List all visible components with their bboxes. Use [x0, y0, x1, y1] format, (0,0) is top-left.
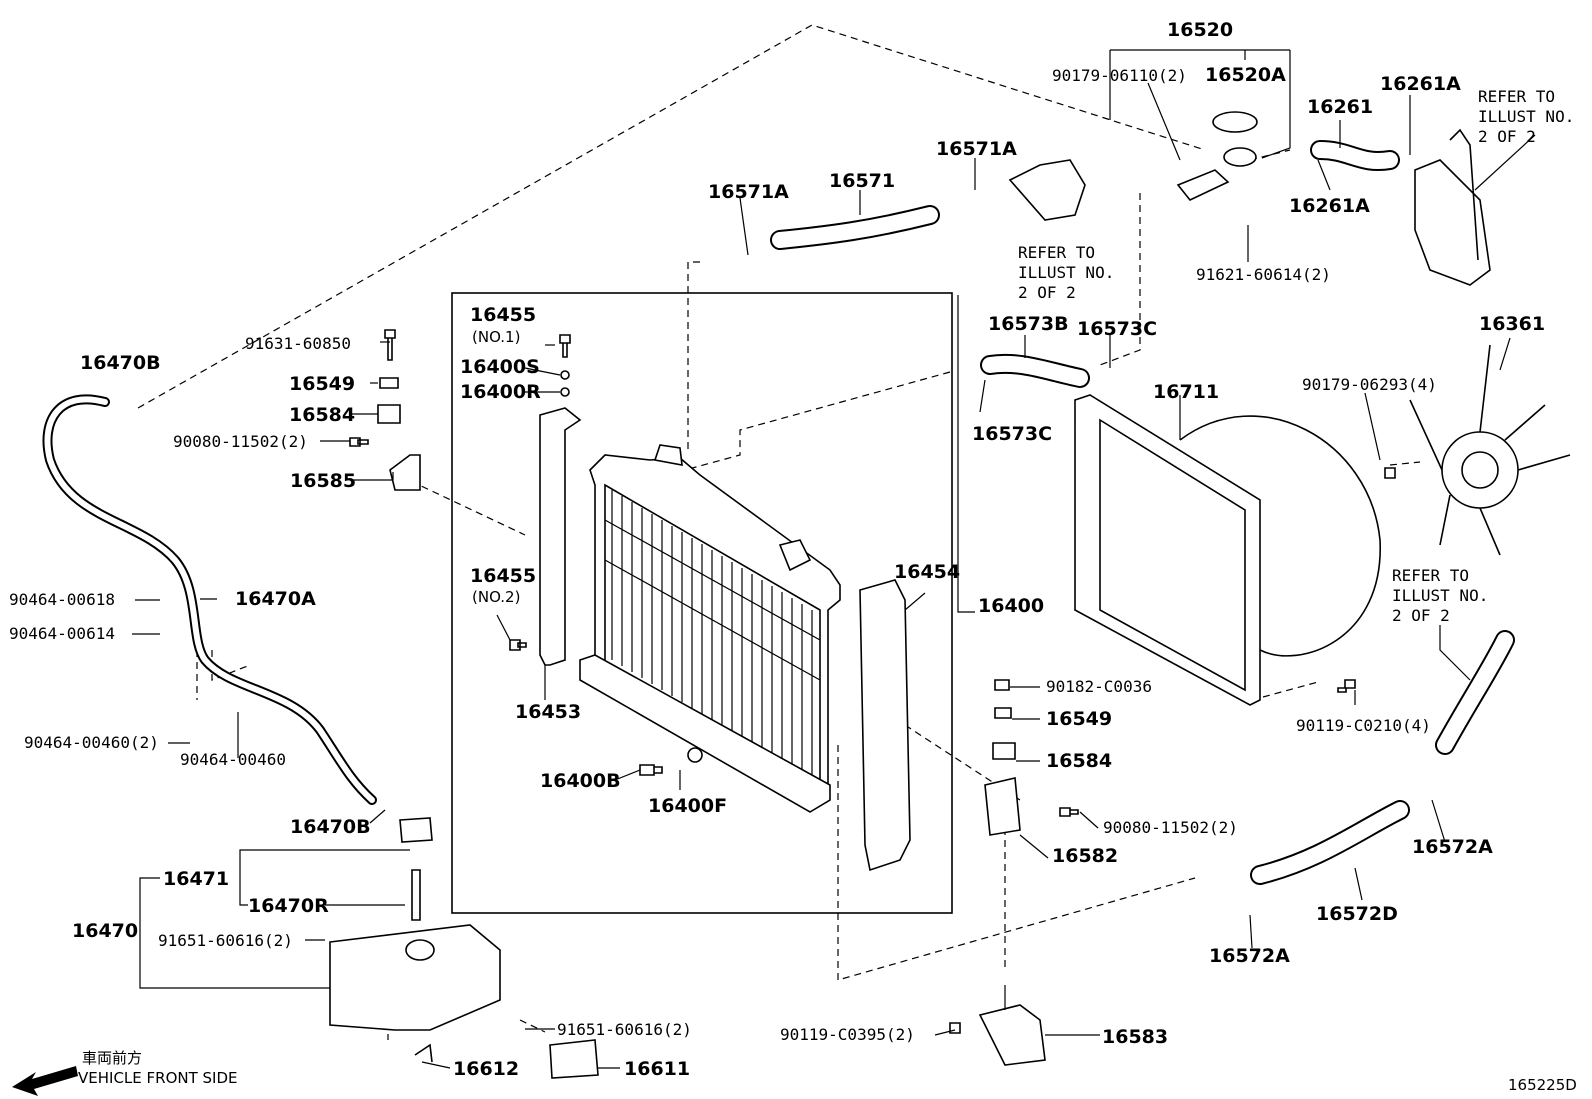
- arrow-left-icon: [12, 1066, 78, 1096]
- label-16573C-bottom: 16573C: [972, 423, 1052, 445]
- label-16612: 16612: [453, 1058, 519, 1080]
- label-16470B-bottom: 16470B: [290, 816, 371, 838]
- label-16470R: 16470R: [248, 895, 329, 917]
- label-16585: 16585: [290, 470, 356, 492]
- label-90464-00460: 90464-00460: [180, 750, 286, 769]
- label-16572A-bottom: 16572A: [1209, 945, 1290, 967]
- label-16361: 16361: [1479, 313, 1545, 335]
- hardware-parts: [349, 329, 1396, 1066]
- label-16471: 16471: [163, 868, 229, 890]
- label-16261A-bottom: 16261A: [1289, 195, 1370, 217]
- radiator-assembly-frame: [451, 292, 953, 914]
- label-16573B: 16573B: [988, 313, 1069, 335]
- label-16455-no1-sub: (NO.1): [472, 328, 520, 346]
- label-16453: 16453: [515, 701, 581, 723]
- label-16571A-right: 16571A: [936, 138, 1017, 160]
- label-16520A: 16520A: [1205, 64, 1286, 86]
- water-inlet-drawing: [1008, 159, 1086, 221]
- label-16455-no1: 16455: [470, 304, 536, 326]
- bracket-16453-drawing: [539, 407, 582, 666]
- refer-note-2-line1: REFER TO: [1018, 243, 1095, 262]
- refer-note-2-line3: 2 OF 2: [1018, 283, 1076, 302]
- fan-shroud-drawing: [1074, 394, 1381, 706]
- label-16400R: 16400R: [460, 381, 541, 403]
- label-16261A-top: 16261A: [1380, 73, 1461, 95]
- vehicle-front-indicator: 車両前方 VEHICLE FRONT SIDE: [12, 1049, 238, 1096]
- label-16549-right: 16549: [1046, 708, 1112, 730]
- label-16400: 16400: [978, 595, 1044, 617]
- reservoir-tank-drawing: [329, 817, 599, 1079]
- bracket-16454-drawing: [859, 579, 911, 872]
- label-90119-C0210: 90119-C0210(4): [1296, 716, 1431, 735]
- label-16582: 16582: [1052, 845, 1118, 867]
- filler-neck-drawing: [1176, 111, 1258, 201]
- leader-lines: [132, 49, 1536, 1069]
- refer-note-1-line3: 2 OF 2: [1478, 127, 1536, 146]
- water-outlet-drawing: [1414, 128, 1491, 286]
- label-16455-no2: 16455: [470, 565, 536, 587]
- label-16549-left: 16549: [289, 373, 355, 395]
- fan-drawing: [1409, 344, 1571, 556]
- vehicle-front-label-jp: 車両前方: [82, 1049, 142, 1067]
- label-16520: 16520: [1167, 19, 1233, 41]
- label-16584-left: 16584: [289, 404, 355, 426]
- label-16572A-top: 16572A: [1412, 836, 1493, 858]
- label-90179-06293: 90179-06293(4): [1302, 375, 1437, 394]
- label-16571: 16571: [829, 170, 895, 192]
- diagram-id: 165225D: [1508, 1076, 1577, 1094]
- label-16584-right: 16584: [1046, 750, 1112, 772]
- label-16611: 16611: [624, 1058, 690, 1080]
- refer-note-3-line3: 2 OF 2: [1392, 606, 1450, 625]
- refer-note-1-line1: REFER TO: [1478, 87, 1555, 106]
- label-91621-60614: 91621-60614(2): [1196, 265, 1331, 284]
- label-16711: 16711: [1153, 381, 1219, 403]
- label-16261: 16261: [1307, 96, 1373, 118]
- label-91651-60616-a: 91651-60616(2): [158, 931, 293, 950]
- vehicle-front-label-en: VEHICLE FRONT SIDE: [78, 1069, 238, 1087]
- label-16470A: 16470A: [235, 588, 316, 610]
- refer-note-3-line2: ILLUST NO.: [1392, 586, 1488, 605]
- refer-note-2-line2: ILLUST NO.: [1018, 263, 1114, 282]
- label-90464-00618: 90464-00618: [9, 590, 115, 609]
- part-labels: 16520 90179-06110(2) 16520A 16261 16261A…: [9, 19, 1574, 1080]
- label-16573C-top: 16573C: [1077, 318, 1157, 340]
- label-90080-11502-right: 90080-11502(2): [1103, 818, 1238, 837]
- label-90182-C0036: 90182-C0036: [1046, 677, 1152, 696]
- refer-note-1-line2: ILLUST NO.: [1478, 107, 1574, 126]
- radiator-core-drawing: [579, 444, 841, 813]
- label-90179-06110: 90179-06110(2): [1052, 66, 1187, 85]
- label-16583: 16583: [1102, 1026, 1168, 1048]
- label-91631-60850: 91631-60850: [245, 334, 351, 353]
- label-16400F: 16400F: [648, 795, 727, 817]
- refer-note-3-line1: REFER TO: [1392, 566, 1469, 585]
- label-16400B: 16400B: [540, 770, 621, 792]
- label-16470B-top: 16470B: [80, 352, 161, 374]
- label-90464-00460-2: 90464-00460(2): [24, 733, 159, 752]
- label-16470: 16470: [72, 920, 138, 942]
- label-16455-no2-sub: (NO.2): [472, 588, 520, 606]
- label-16400S: 16400S: [460, 356, 540, 378]
- label-91651-60616-b: 91651-60616(2): [557, 1020, 692, 1039]
- label-90080-11502-left: 90080-11502(2): [173, 432, 308, 451]
- label-90464-00614: 90464-00614: [9, 624, 115, 643]
- label-16454: 16454: [894, 561, 960, 583]
- label-16571A-left: 16571A: [708, 181, 789, 203]
- label-90119-C0395: 90119-C0395(2): [780, 1025, 915, 1044]
- label-16572D: 16572D: [1316, 903, 1398, 925]
